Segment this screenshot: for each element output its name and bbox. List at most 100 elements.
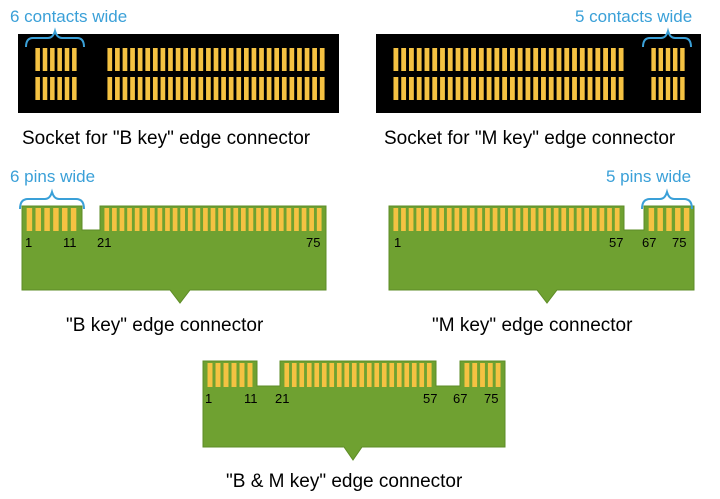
edge-pad [286,208,292,231]
edge-pad [492,208,498,231]
edge-pad [321,363,327,387]
socket-contact [595,48,601,71]
socket-contact [72,48,77,71]
socket-b-annotation: 6 contacts wide [10,7,127,26]
socket-m-brace [642,27,692,48]
socket-contact [651,77,656,100]
pin-label: 57 [609,235,623,250]
socket-contact [64,77,70,100]
m-key-connector: 5 pins wide 1 57 67 75 "M key" edge conn… [388,167,695,336]
socket-contact [198,77,204,100]
socket-contact [319,77,325,100]
socket-contact [548,48,554,71]
socket-contact [168,48,173,71]
b-key-caption: "B key" edge connector [66,315,264,336]
socket-contact [541,77,546,100]
socket-contact [548,77,554,100]
edge-pad [239,363,245,387]
socket-contact [228,48,234,71]
edge-pad [648,208,655,231]
edge-pad [187,208,193,231]
socket-contact [137,77,143,100]
edge-pad [195,208,201,231]
socket-contact [680,48,685,71]
edge-pad [359,363,365,387]
edge-pad [523,208,528,231]
socket-contact [409,77,414,100]
pin-label: 67 [642,235,656,250]
edge-pad [374,363,380,387]
pin-label: 1 [205,391,212,406]
socket-contact [115,48,120,71]
edge-pad [408,208,414,231]
socket-contact [64,48,70,71]
edge-pad [657,208,663,231]
socket-contact [517,48,523,71]
socket-contact [213,48,219,71]
edge-pad [278,208,284,231]
socket-contact [221,77,226,100]
edge-pad [393,208,399,231]
edge-pad [44,208,50,231]
socket-contact [416,77,422,100]
socket-contact [130,77,135,100]
socket-contact [525,77,531,100]
m-key-pads [393,208,690,231]
socket-contact [221,48,226,71]
edge-pad [165,208,170,231]
edge-pad [329,363,335,387]
socket-contact [145,77,151,100]
edge-pad [426,363,432,387]
socket-m-annotation: 5 contacts wide [575,7,692,26]
edge-pad [127,208,132,231]
socket-contact [564,77,570,100]
edge-pad [515,208,521,231]
socket-contact [42,48,48,71]
edge-pad [180,208,185,231]
socket-contact [160,48,166,71]
edge-pad [485,208,490,231]
socket-contact [651,48,656,71]
socket-contact [401,48,407,71]
edge-pad [271,208,277,231]
socket-contact [304,48,310,71]
bm-key-pads [207,363,501,387]
socket-contact [587,77,593,100]
edge-pad [218,208,223,231]
socket-contact [494,77,500,100]
socket-contact [152,48,158,71]
edge-pad [172,208,178,231]
socket-contact [486,48,492,71]
socket-contact [213,77,219,100]
socket-contact [206,48,211,71]
socket-contact [72,77,77,100]
socket-contact [297,77,302,100]
edge-pad [149,208,155,231]
edge-pad [576,208,582,231]
edge-pad [599,208,605,231]
socket-contact [447,48,453,71]
edge-pad [487,363,493,387]
socket-contact [393,77,399,100]
edge-pad [546,208,551,231]
edge-pad [591,208,597,231]
socket-b-brace [25,27,85,48]
edge-pad [561,208,567,231]
socket-contact [175,77,181,100]
socket-contact [424,77,430,100]
socket-m: 5 contacts wide Socket for "M key" edge … [376,7,701,149]
edge-pad [203,208,208,231]
edge-pad [675,208,681,231]
edge-pad [70,208,77,231]
socket-contact [243,77,249,100]
edge-pad [416,208,422,231]
socket-contact [455,77,461,100]
socket-contact [35,77,40,100]
edge-pad [112,208,117,231]
edge-pad [666,208,672,231]
socket-contact [432,48,438,71]
edge-pad [495,363,501,387]
socket-contact [658,77,664,100]
edge-pad [530,208,536,231]
socket-contact [259,77,264,100]
